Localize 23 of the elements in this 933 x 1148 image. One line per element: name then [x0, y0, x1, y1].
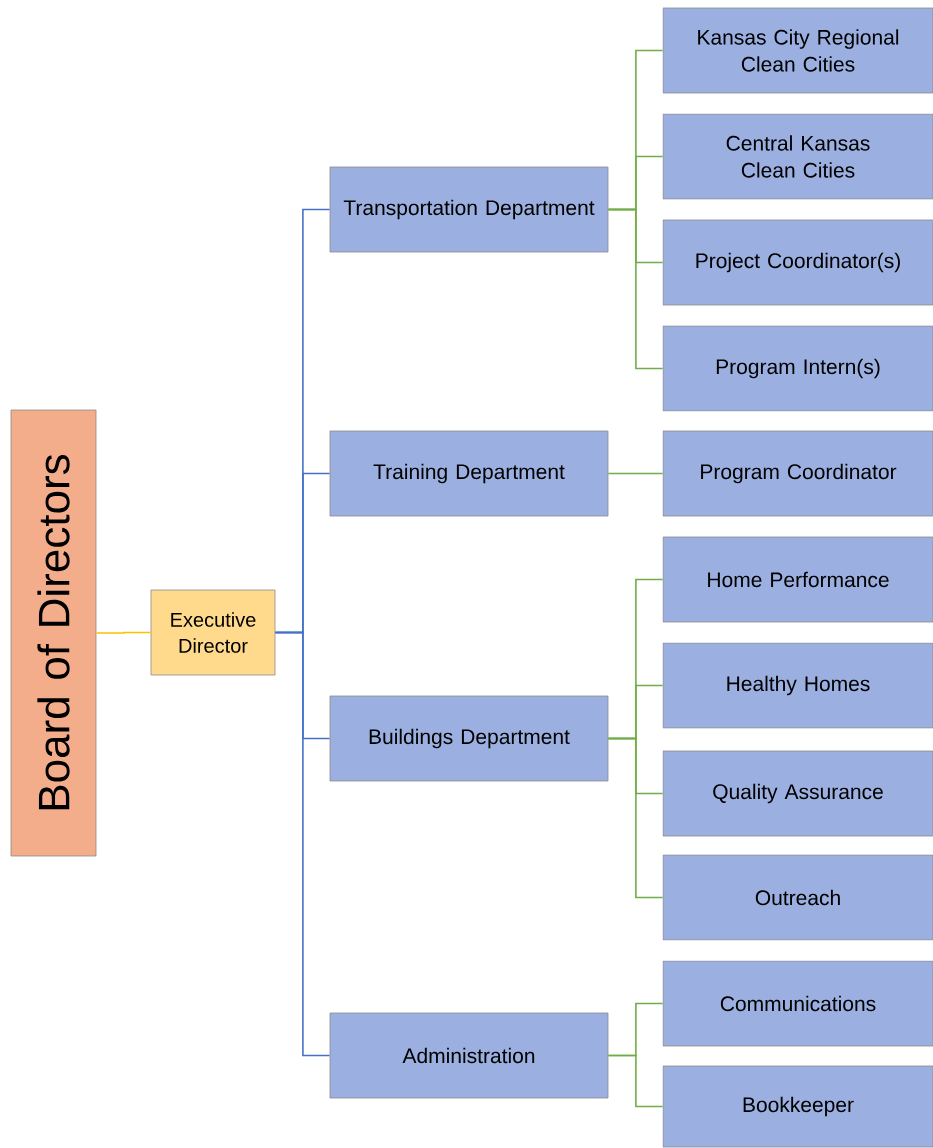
department-box: Transportation Department	[329, 166, 609, 253]
position-box: Healthy Homes	[662, 642, 933, 729]
department-box: Training Department	[329, 430, 609, 517]
department-box: Buildings Department	[329, 695, 609, 782]
connector-line	[607, 1054, 664, 1108]
position-box: Kansas City Regional Clean Cities	[662, 7, 933, 94]
board-box: Board of Directors	[10, 409, 97, 857]
connector-line	[607, 208, 664, 370]
position-box: Program Intern(s)	[662, 325, 933, 412]
position-box: Communications	[662, 960, 933, 1047]
connector-line	[95, 631, 152, 634]
director-box: Executive Director	[150, 589, 276, 676]
position-box: Quality Assurance	[662, 750, 933, 837]
connector-line	[274, 631, 331, 1057]
department-box: Administration	[329, 1012, 609, 1099]
position-box: Outreach	[662, 854, 933, 941]
connector-line	[607, 737, 664, 899]
position-box: Home Performance	[662, 536, 933, 623]
position-box: Program Coordinator	[662, 430, 933, 517]
position-box: Project Coordinator(s)	[662, 219, 933, 306]
position-box: Central Kansas Clean Cities	[662, 113, 933, 200]
position-box: Bookkeeper	[662, 1065, 933, 1148]
connector-line	[607, 472, 664, 475]
